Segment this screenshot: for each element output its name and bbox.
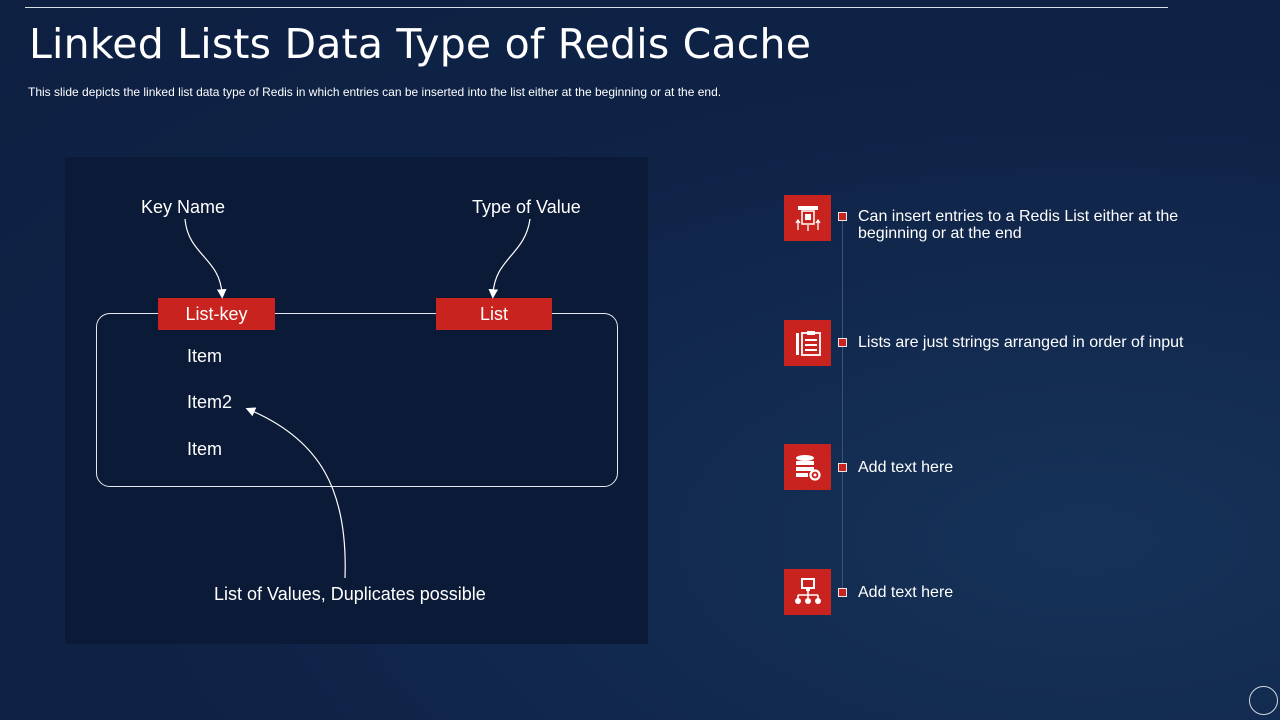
feature-text-4: Add text here [858,584,954,601]
feature-text-2: Lists are just strings arranged in order… [858,334,1184,351]
insert-entries-icon [784,195,831,241]
type-of-value-arrow [488,218,531,299]
list-item-2: Item2 [187,392,233,412]
feature-bullet-3 [838,463,847,472]
network-hierarchy-icon [784,569,831,615]
diagram-panel [65,157,648,644]
key-name-arrow [184,218,227,299]
feature-bullet-2 [838,338,847,347]
feature-text-3: Add text here [858,459,954,476]
list-item-3: Item [187,439,223,459]
duplicates-arrow [245,407,346,579]
key-name-label: Key Name [141,197,226,217]
page-subtitle: This slide depicts the linked list data … [28,85,722,99]
list-values-label: List of Values, Duplicates possible [214,584,486,604]
database-gear-icon [784,444,831,490]
corner-circle-decoration [1249,686,1278,715]
feature-text-1: Can insert entries to a Redis List eithe… [858,208,1179,242]
feature-bullet-1 [838,212,847,221]
list-values-box [96,313,618,487]
type-of-value-label: Type of Value [472,197,581,217]
page-title: Linked Lists Data Type of Redis Cache [29,20,812,68]
list-item-1: Item [187,346,223,366]
timeline-line [842,217,843,593]
clipboard-list-icon [784,320,831,366]
list-tag: List [436,298,552,330]
list-key-tag: List-key [158,298,275,330]
top-divider [25,7,1168,8]
feature-bullet-4 [838,588,847,597]
